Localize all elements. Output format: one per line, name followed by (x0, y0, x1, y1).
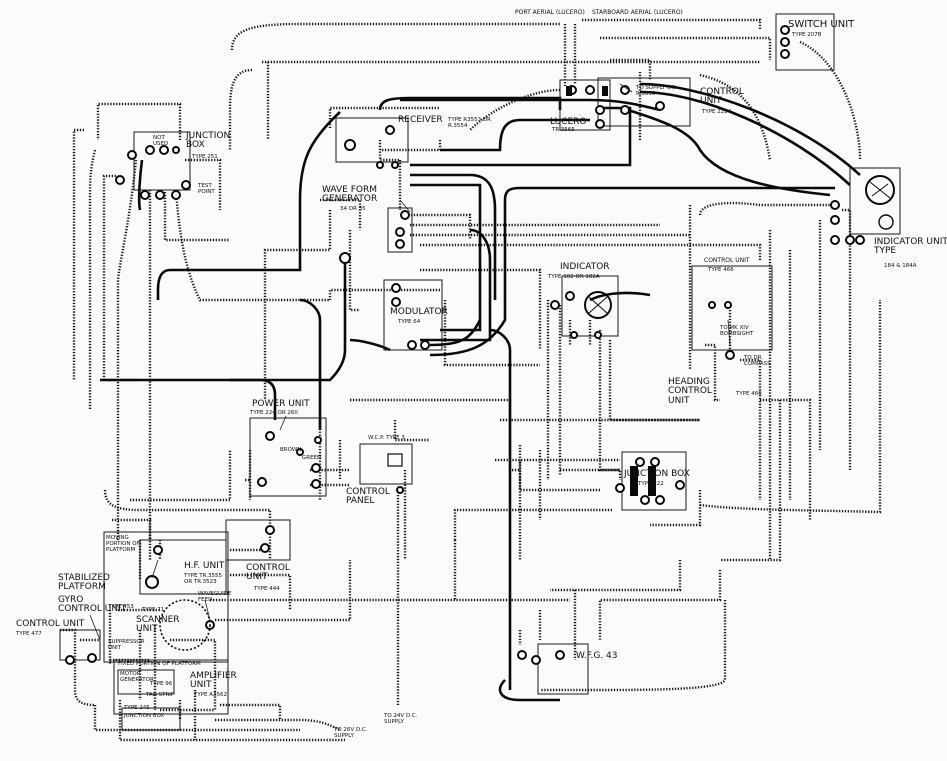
junction-box-222-title: JUNCTION BOX (624, 469, 690, 479)
wave-form-generator-box (387, 207, 413, 253)
wcp-box (359, 443, 413, 485)
supply-26v-label: TO 26V D.C. SUPPLY (334, 727, 368, 739)
switch-unit-box (775, 13, 835, 71)
receiver-title: RECEIVER (398, 115, 443, 125)
indicator-box (561, 275, 619, 337)
wfg-box (537, 643, 589, 695)
hf-unit-box (139, 539, 227, 595)
power-unit-title: POWER UNIT (252, 399, 310, 409)
junction-box-245-type: TYPE 245 (124, 705, 150, 711)
wave-form-generator-type: 34 OR 35 (340, 206, 366, 212)
test-point-label: TEST POINT (198, 183, 215, 195)
control-unit-444-box (225, 519, 291, 561)
gyro-control-unit-title: GYRO CONTROL UNIT (58, 595, 127, 615)
indicator-unit-type: 184 & 184A (884, 263, 917, 269)
thick-cables (100, 82, 861, 702)
supply-24v-label: TO 24V D.C. SUPPLY (384, 713, 418, 725)
junction-blocks (566, 86, 656, 496)
gyro-control-unit-type: TYPE 453 (108, 604, 134, 610)
heading-control-unit-title: HEADING CONTROL UNIT (668, 377, 712, 406)
component-boxes (59, 13, 901, 731)
control-unit-2224-box (597, 77, 691, 127)
wave-form-generator-title: WAVE FORM GENERATOR (322, 185, 378, 205)
modulator-box (383, 279, 443, 351)
motor-generator-title: MOTOR GENERATOR (120, 671, 154, 683)
indicator-dial (584, 291, 612, 319)
junction-box-222-type: TYPE 222 (638, 481, 664, 487)
indicator-unit-title: INDICATOR UNIT TYPE (874, 237, 947, 257)
waveguide-feed-label: WAVEGUIDE FEED (198, 591, 232, 603)
receiver-type: TYPE R3553 OR R.3554 (448, 117, 491, 129)
wfg-label: W.F.G. 43 (576, 651, 618, 661)
junction-box-251-box (133, 131, 191, 191)
control-unit-477-box (59, 629, 101, 661)
not-used-label: NOT USED (153, 135, 169, 147)
leader-arrows (89, 83, 731, 641)
control-unit-444-title: CONTROL UNIT (246, 563, 290, 583)
power-unit-box (249, 417, 327, 497)
motor-generator-type: TYPE 96 (150, 681, 173, 687)
fixed-portion-label: FIXED PORTION OF PLATFORM (118, 661, 201, 667)
scanner-dish (159, 599, 211, 651)
indicator-type: TYPE 182 OR 182A (548, 274, 600, 280)
thin-cables (60, 18, 882, 742)
control-unit-466-type: TYPE 466 (708, 267, 734, 273)
indicator-unit-dial (865, 175, 895, 205)
control-unit-466-title: CONTROL UNIT (704, 257, 750, 264)
junction-box-222-box (621, 451, 687, 511)
junction-box-251-title: JUNCTION BOX (186, 131, 231, 151)
control-panel-title: CONTROL PANEL (346, 487, 390, 507)
switch-unit-type: TYPE 207B (792, 32, 822, 38)
modulator-title: MODULATOR (390, 307, 448, 317)
brown-label: BROWN (280, 447, 302, 453)
to-supply-label: TO SUPPLY ON R.3090 (636, 85, 676, 97)
power-unit-type: TYPE 224 OR 260 (250, 410, 298, 416)
modulator-type: TYPE 64 (398, 319, 421, 325)
suppressor-unit-label: SUPPRESSOR UNIT (108, 639, 145, 651)
fixed-platform-box (113, 659, 229, 715)
stabilized-platform-frame (103, 531, 229, 663)
connectors (65, 25, 865, 665)
motor-generator-box (117, 669, 175, 695)
indicator-title: INDICATOR (560, 262, 610, 272)
indicator-unit-box (849, 167, 901, 235)
lucero-type: TR.3565 (552, 127, 575, 133)
lucero-box (559, 79, 611, 131)
control-unit-477-title: CONTROL UNIT (16, 619, 85, 629)
to-bombsight-label: TO MK XIV BOMBSIGHT (720, 325, 754, 337)
control-unit-477-type: TYPE 477 (16, 631, 42, 637)
control-unit-466-box (691, 265, 773, 351)
control-unit-2224-type: TYPE 2224 (702, 109, 732, 115)
scanner-unit-title: SCANNER UNIT (136, 615, 180, 635)
port-aerial-label: PORT AERIAL (LUCERO) (515, 9, 585, 16)
junction-box-251-type: TYPE 251 (192, 154, 218, 160)
starboard-aerial-label: STARBOARD AERIAL (LUCERO) (592, 9, 683, 16)
green-label: GREEN (302, 455, 322, 461)
wcp-type: W.C.P. TYPE 3 (368, 435, 405, 441)
junction-box-245-title: JUNCTION BOX (124, 713, 165, 719)
dials (159, 175, 895, 651)
moving-portion-label: MOVING PORTION OF PLATFORM (106, 535, 140, 553)
to-compass-label: TO DR. COMPASS (744, 355, 771, 367)
switch-unit-title: SWITCH UNIT (788, 19, 855, 30)
heading-control-unit-type: TYPE 466 (736, 391, 762, 397)
junction-box-245-box (121, 707, 181, 731)
hf-unit-type: TYPE TR.3555 OR TR.3523 (184, 573, 222, 585)
scanner-unit-type: TYPE 71 (142, 607, 165, 613)
amplifier-unit-type: TYPE A3562 (194, 692, 228, 698)
receiver-box (335, 117, 409, 163)
hf-unit-title: H.F. UNIT (184, 561, 225, 571)
control-unit-444-type: TYPE 444 (254, 586, 280, 592)
tag-strip-label: TAG STRIP (146, 692, 175, 698)
stabilized-platform-label: STABILIZED PLATFORM (58, 573, 110, 593)
amplifier-unit-title: AMPLIFIER UNIT (190, 671, 237, 691)
lucero-title: LUCERO (550, 117, 587, 127)
control-unit-2224-title: CONTROL UNIT (700, 87, 744, 107)
